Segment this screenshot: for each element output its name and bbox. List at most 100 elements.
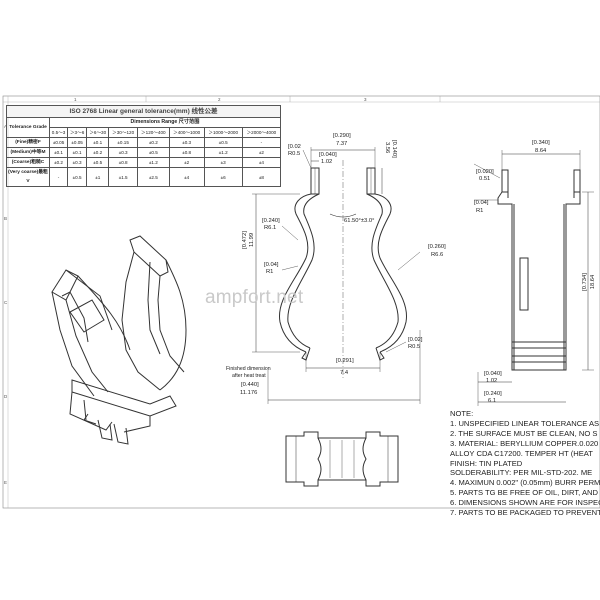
front-top-width-in: [0.290] [333, 133, 351, 139]
side-height-mm: 18.64 [590, 274, 596, 289]
side-foot-in: [0.040] [484, 371, 502, 377]
tolerance-cell: ±1.2 [136, 157, 170, 168]
front-view [252, 147, 421, 404]
tolerance-cell: ±2 [241, 147, 282, 158]
column-number: 1 [74, 97, 77, 102]
isometric-view [51, 235, 187, 445]
front-tab-radius-in: [0.02 [288, 144, 301, 150]
side-foot-mm: 1.02 [486, 378, 497, 384]
front-height-in: [0.472] [242, 231, 248, 249]
front-bottom-gap-mm: 7.4 [340, 370, 349, 376]
tolerance-cell: ±0.8 [168, 147, 205, 158]
note-line: 6. DIMENSIONS SHOWN ARE FOR INSPEC [450, 498, 600, 508]
front-angle: 61.50°±3.0° [344, 218, 374, 224]
range-cell: ＞2000～4000 [241, 127, 282, 138]
front-tab-radius-mm: R0.5 [288, 151, 300, 157]
front-right-radius-in: [0.260] [428, 244, 446, 250]
tolerance-cell: ±1.2 [203, 147, 243, 158]
front-upper-radius-in: [0.240] [262, 218, 280, 224]
tolerance-cell: ±6 [203, 167, 243, 187]
tolerance-cell: ±1.5 [108, 167, 138, 187]
row-letter: E [4, 480, 7, 485]
front-tab-width-in: [0.040] [319, 152, 337, 158]
tolerance-cell: ±0.5 [203, 137, 243, 148]
tolerance-cell: ±8 [241, 167, 282, 187]
watermark: ampfort.net [205, 287, 304, 308]
front-tab-height-mm: 3.56 [384, 142, 390, 153]
front-tab-height-in: [0.140] [391, 140, 397, 158]
table-row: (Medium)中等M ±0.1 ±0.1 ±0.2 ±0.3 ±0.5 ±0.… [6, 147, 282, 158]
note-line: 4. MAXIMUN 0.002" (0.05mm) BURR PERM [450, 478, 600, 488]
side-top-width-mm: 8.64 [535, 148, 547, 154]
front-inner-radius-in: [0.04] [264, 262, 279, 268]
tolerance-cell: ±0.5 [67, 167, 88, 187]
tolerance-cell: ±0.1 [86, 137, 110, 148]
front-finished-in: [0.440] [241, 382, 259, 388]
tolerance-cell: - [48, 167, 69, 187]
note-line: 3. MATERIAL: BERYLLIUM COPPER.0.020 [450, 438, 599, 448]
tolerance-cell: ±0.1 [48, 147, 69, 158]
notes-heading: NOTE: [450, 409, 474, 418]
range-cell: ＞120～400 [136, 127, 170, 138]
tolerance-table: ISO 2768 Linear general tolerance(mm) 线性… [6, 105, 282, 187]
front-right-radius-mm: R6.6 [431, 252, 443, 258]
range-cell: 0.5～3 [48, 127, 69, 138]
tolerance-cell: ±0.5 [136, 147, 170, 158]
range-cell: ＞3～6 [67, 127, 88, 138]
side-height-in: [0.734] [582, 273, 588, 291]
tolerance-cell: ±0.05 [67, 137, 88, 148]
front-top-width-mm: 7.37 [336, 141, 347, 147]
dimensions-range-header: Dimensions Range 尺寸范围 [49, 117, 281, 128]
front-tab-width-mm: 1.02 [321, 159, 332, 165]
grade-label: (Medium)中等M [6, 147, 50, 158]
range-cell: ＞6～30 [86, 127, 110, 138]
tolerance-cell: ±0.3 [67, 157, 88, 168]
front-bottom-radius-mm: R0.5 [408, 344, 420, 350]
front-finished-note-2: after heat treat [232, 373, 266, 379]
tolerance-cell: ±0.05 [48, 137, 69, 148]
tolerance-cell: ±0.5 [86, 157, 110, 168]
tolerance-cell: ±0.3 [108, 147, 138, 158]
range-cell: ＞400～1000 [168, 127, 205, 138]
tolerance-cell: ±4 [241, 157, 282, 168]
tolerance-table-title: ISO 2768 Linear general tolerance(mm) 线性… [6, 105, 281, 118]
side-radius-in: [0.04] [474, 200, 489, 206]
note-line: 7. PARTS TO BE PACKAGED TO PREVENT [450, 508, 600, 518]
side-base-mm: 6.1 [488, 398, 496, 404]
side-base-in: [0.240] [484, 391, 502, 397]
note-line: FINISH: TIN PLATED [450, 458, 523, 468]
row-letter: D [4, 394, 8, 399]
front-upper-radius-mm: R6.1 [264, 225, 276, 231]
tolerance-cell: ±0.2 [136, 137, 170, 148]
row-letter: A [4, 124, 7, 129]
front-height-mm: 11.99 [249, 233, 255, 247]
front-inner-radius-mm: R1 [266, 269, 273, 275]
grade-label: (Fine)精密F [6, 137, 50, 148]
table-row: (Coarse)粗糙C ±0.2 ±0.3 ±0.5 ±0.8 ±1.2 ±2 … [6, 157, 282, 168]
note-line: 5. PARTS TG BE FREE OF OIL, DIRT, AND [450, 488, 598, 498]
front-bottom-gap-in: [0.291] [336, 358, 354, 364]
column-number: 2 [218, 97, 221, 102]
tolerance-cell: ±0.2 [86, 147, 110, 158]
sheet-border [2, 95, 600, 509]
table-row: (Fine)精密F ±0.05 ±0.05 ±0.1 ±0.15 ±0.2 ±0… [6, 137, 282, 148]
note-line: 1. UNSPECIFIED LINEAR TOLERANCE AS [450, 418, 600, 428]
tolerance-cell: ±2.5 [136, 167, 170, 187]
range-cell: ＞1000～2000 [203, 127, 243, 138]
tolerance-cell: ±0.15 [108, 137, 138, 148]
bottom-view [285, 431, 399, 487]
side-top-width-in: [0.340] [532, 140, 550, 146]
front-finished-mm: 11.176 [240, 390, 257, 396]
table-row: (Very coarse)最粗V - ±0.5 ±1 ±1.5 ±2.5 ±4 … [6, 167, 282, 187]
note-line: SOLDERABILITY: PER MIL-STD-202. ME [450, 468, 593, 478]
range-cell: ＞30～120 [108, 127, 138, 138]
side-view [473, 150, 594, 406]
tolerance-cell: ±3 [203, 157, 243, 168]
tolerance-cell: ±1 [86, 167, 110, 187]
tolerance-cell: ±4 [168, 167, 205, 187]
tolerance-cell: ±0.8 [108, 157, 138, 168]
grade-label: (Very coarse)最粗V [6, 167, 50, 187]
note-line: ALLOY CDA C17200. TEMPER HT (HEAT [450, 448, 593, 458]
grade-label: (Coarse)粗糙C [6, 157, 50, 168]
